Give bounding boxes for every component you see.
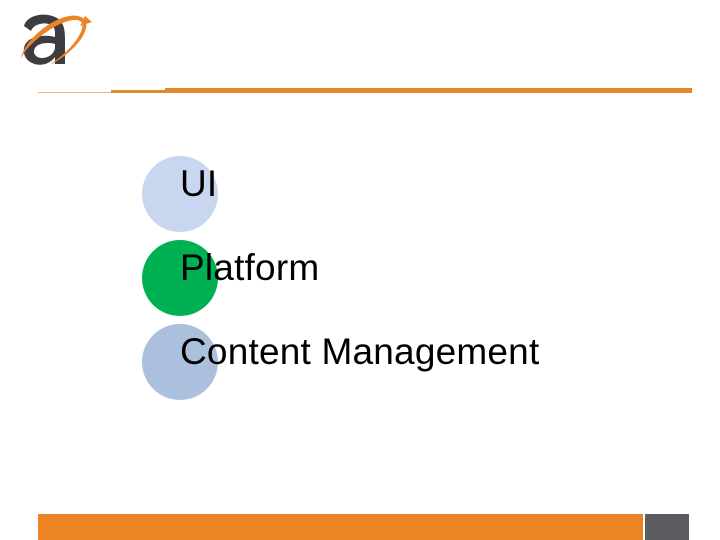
circle-bullet-icon [142, 324, 218, 400]
circle-bullet-icon [142, 156, 218, 232]
logo-swoosh-tip [80, 16, 92, 26]
bullet-label: Platform [180, 247, 320, 288]
header-rule-thin [38, 92, 111, 93]
footer-accent-bar [38, 514, 643, 540]
header-rule-mid [111, 90, 165, 93]
bullet-list: UI Platform Content Management [0, 150, 720, 402]
letter-a-swoosh-logo-icon [21, 14, 92, 65]
brand-logo [14, 8, 92, 74]
list-item: UI [0, 150, 720, 234]
logo-swoosh [21, 15, 87, 65]
footer-accent-square [645, 514, 689, 540]
header-rule-thick [165, 88, 692, 93]
list-item: Content Management [0, 318, 720, 402]
bullet-label: Content Management [180, 331, 540, 372]
bullet-label: UI [180, 163, 218, 204]
logo-letter-a [23, 14, 66, 65]
circle-bullet-icon [142, 240, 218, 316]
list-item: Platform [0, 234, 720, 318]
